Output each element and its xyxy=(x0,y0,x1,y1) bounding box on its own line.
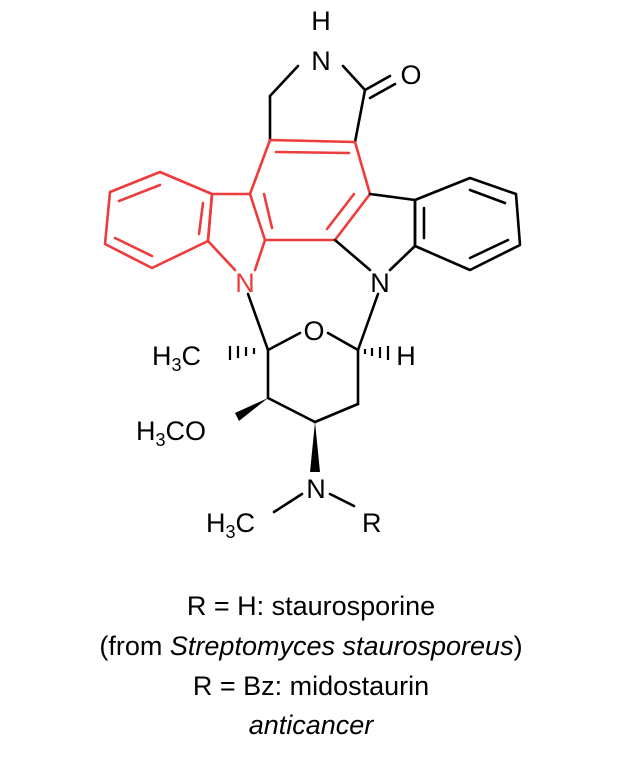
lactam-ring xyxy=(268,64,397,144)
n-methyl-label: H3C xyxy=(206,508,255,542)
caption: R = H: staurosporine (from Streptomyces … xyxy=(99,591,522,740)
lactam-n-label: N xyxy=(311,46,331,76)
caption-line-1: R = H: staurosporine xyxy=(187,591,435,621)
caption-line-4: anticancer xyxy=(249,710,375,740)
carbonyl-o-label: O xyxy=(400,60,421,90)
ring-o-label: O xyxy=(303,316,324,346)
methoxy-label: H3CO xyxy=(136,416,206,450)
sugar-bridge xyxy=(228,292,390,514)
indole-n-left-label: N xyxy=(235,268,255,298)
amine-n-label: N xyxy=(306,474,326,504)
r-group-label: R xyxy=(362,508,382,538)
right-indole xyxy=(333,176,522,272)
methyl-label: H3C xyxy=(152,341,201,375)
caption-line-2: (from Streptomyces staurosporeus) xyxy=(99,631,522,661)
indole-n-right-label: N xyxy=(370,268,390,298)
caption-line-3: R = Bz: midostaurin xyxy=(193,671,429,701)
indolocarbazole-core xyxy=(103,138,372,272)
lactam-h-label: H xyxy=(311,6,331,36)
bridge-h-label: H xyxy=(396,341,416,371)
